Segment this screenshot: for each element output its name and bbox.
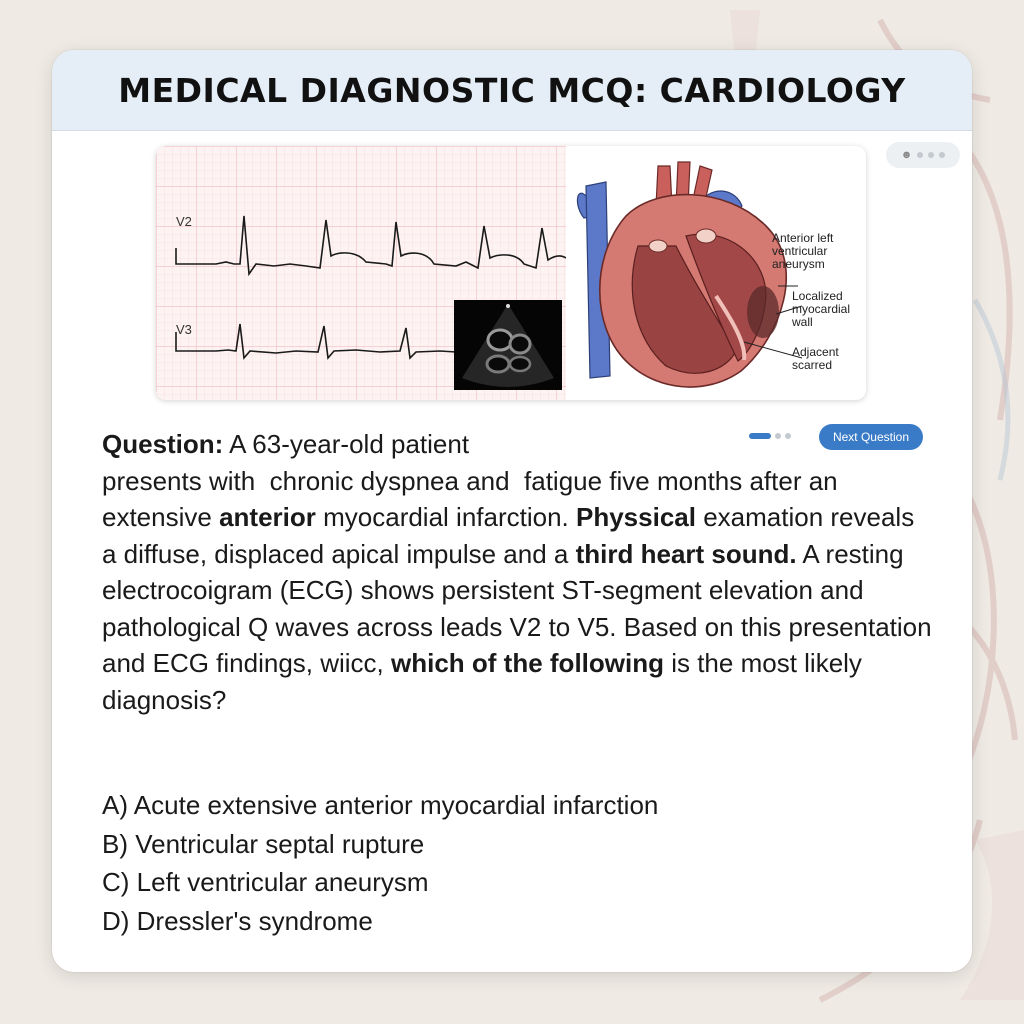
card-header: MEDICAL DIAGNOSTIC MCQ: CARDIOLOGY: [52, 50, 972, 131]
question-first-line: Question: A 63-year-old patient: [102, 426, 932, 463]
annotation-label: Adjacent scarred: [792, 345, 839, 372]
answer-options: A) Acute extensive anterior myocardial i…: [102, 786, 902, 940]
next-question-button[interactable]: Next Question: [819, 424, 923, 450]
question-card: MEDICAL DIAGNOSTIC MCQ: CARDIOLOGY ☻ V2: [52, 50, 972, 972]
question-segment: examation reveals a diffuse, displaced a…: [102, 502, 922, 569]
ecg-trace-v3: [175, 323, 457, 360]
annotation-label: Localized myocardial wall: [792, 289, 851, 329]
ecg-lead-label: V3: [176, 322, 192, 337]
clinical-image-panel: V2 V3 Ant: [156, 146, 866, 400]
ecg-trace-v2: [175, 215, 566, 277]
pager-dot[interactable]: [785, 433, 791, 439]
option-c[interactable]: C) Left ventricular aneurysm: [102, 867, 429, 897]
annotation-label: Anterior left ventricular aneurysm: [772, 231, 834, 271]
person-icon: ☻: [900, 149, 913, 161]
question-pager: [749, 433, 791, 439]
question-emphasis: Physsical: [576, 502, 696, 532]
question-label: Question:: [102, 429, 224, 459]
pager-dot-active[interactable]: [749, 433, 771, 439]
carousel-dot[interactable]: [917, 152, 924, 158]
question-segment: presents with chronic dyspnea and fatigu…: [102, 465, 845, 533]
question-segment: is the most likely diagnosis?: [102, 648, 870, 715]
carousel-dot[interactable]: [928, 152, 935, 158]
question-emphasis: third heart sound.: [575, 538, 797, 569]
question-emphasis: which of the following: [391, 648, 664, 678]
option-d[interactable]: D) Dressler's syndrome: [102, 905, 373, 936]
carousel-dot[interactable]: [939, 152, 946, 158]
question-body: presents with chronic dyspnea and fatigu…: [102, 463, 932, 719]
question-intro: A 63-year-old patient: [229, 429, 470, 459]
question-emphasis: anterior: [219, 502, 316, 532]
question-segment: A resting electrocoigram (ECG) shows per…: [102, 538, 939, 679]
ecg-strip: [156, 146, 566, 400]
heart-aneurysm-diagram: [576, 161, 803, 388]
image-carousel-indicator[interactable]: ☻: [886, 142, 960, 168]
option-b[interactable]: B) Ventricular septal rupture: [102, 828, 425, 859]
pager-dot[interactable]: [775, 433, 781, 439]
page-title: MEDICAL DIAGNOSTIC MCQ: CARDIOLOGY: [118, 70, 906, 110]
question-segment: myocardial infarction.: [315, 502, 576, 532]
ecg-lead-label: V2: [176, 214, 192, 229]
option-a[interactable]: A) Acute extensive anterior myocardial i…: [102, 790, 659, 820]
echocardiogram-image: [454, 300, 562, 390]
question-text: Question: A 63-year-old patient presents…: [102, 426, 932, 718]
